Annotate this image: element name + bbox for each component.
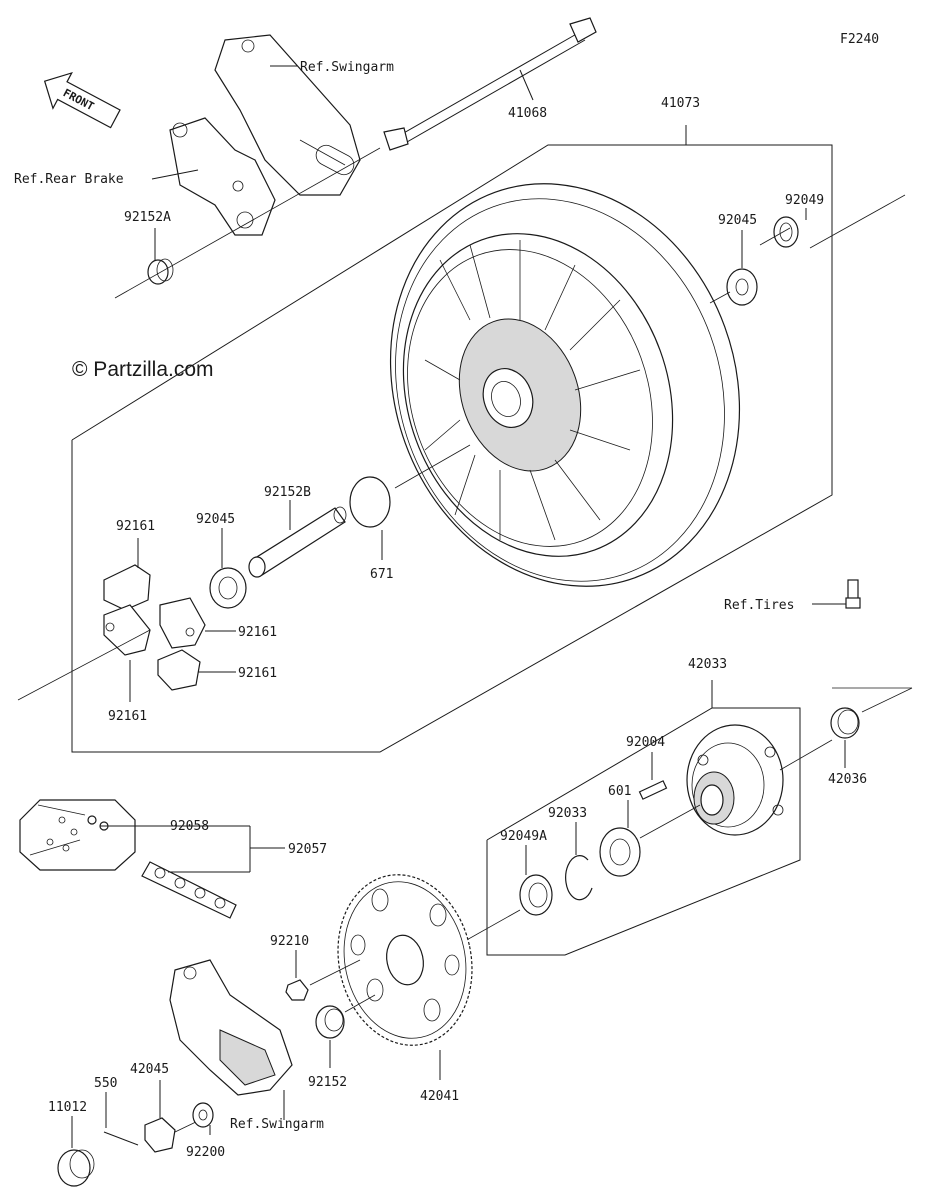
wheel-assembly-outline (71, 144, 833, 753)
label-11012: 11012 (48, 1100, 87, 1115)
washer-92200 (192, 1102, 214, 1128)
nut-92210 (285, 979, 309, 1001)
label-92161-d: 92161 (108, 709, 147, 724)
axle-41068 (383, 17, 597, 151)
swingarm-upper (214, 34, 361, 196)
pin-550 (103, 1131, 139, 1146)
valve-stem (845, 579, 861, 609)
ref-tires[interactable]: Ref.Tires (724, 598, 794, 613)
label-92045-top: 92045 (718, 213, 757, 228)
label-92210: 92210 (270, 934, 309, 949)
label-41068: 41068 (508, 106, 547, 121)
bearing-601 (599, 827, 641, 877)
label-601: 601 (608, 784, 631, 799)
bearing-92045-mid (209, 567, 247, 609)
diagram-code: F2240 (840, 32, 879, 47)
label-42045: 42045 (130, 1062, 169, 1077)
label-42036: 42036 (828, 772, 867, 787)
collar-92152B (248, 506, 347, 578)
label-671: 671 (370, 567, 393, 582)
ref-rear-brake[interactable]: Ref.Rear Brake (14, 172, 124, 187)
label-42041: 42041 (420, 1089, 459, 1104)
label-92161-b: 92161 (238, 625, 277, 640)
label-92058: 92058 (170, 819, 209, 834)
bearing-92045-top (726, 268, 758, 306)
label-92161-c: 92161 (238, 666, 277, 681)
label-42033: 42033 (688, 657, 727, 672)
label-92161-a: 92161 (116, 519, 155, 534)
cap-11012 (57, 1149, 95, 1187)
label-92045-mid: 92045 (196, 512, 235, 527)
label-92049: 92049 (785, 193, 824, 208)
label-92049A: 92049A (500, 829, 547, 844)
seal-92049A (519, 874, 553, 916)
nut-42045 (144, 1117, 176, 1153)
ref-swingarm-bottom[interactable]: Ref.Swingarm (230, 1117, 324, 1132)
rear-wheel (389, 183, 741, 587)
label-92152: 92152 (308, 1075, 347, 1090)
label-92200: 92200 (186, 1145, 225, 1160)
label-550: 550 (94, 1076, 117, 1091)
sprocket-hub (686, 724, 784, 836)
label-92033: 92033 (548, 806, 587, 821)
swingarm-lower (169, 959, 293, 1096)
seal-92049 (773, 216, 799, 248)
label-92152B: 92152B (264, 485, 311, 500)
drive-chain (19, 799, 237, 919)
collar-92152 (315, 1005, 345, 1039)
label-41073: 41073 (661, 96, 700, 111)
oring-671 (349, 476, 391, 528)
collar-42036 (830, 707, 860, 739)
label-92057: 92057 (288, 842, 327, 857)
front-arrow-icon: FRONT (43, 71, 121, 129)
label-92152A: 92152A (124, 210, 171, 225)
collar-92152A (147, 258, 174, 285)
dampers-92161 (103, 564, 206, 691)
rear-brake-bracket (169, 117, 276, 236)
circlip-92033 (565, 855, 593, 901)
copyright-text: © Partzilla.com (72, 358, 214, 381)
label-92004: 92004 (626, 735, 665, 750)
stud-92004 (638, 780, 668, 800)
ref-swingarm-top[interactable]: Ref.Swingarm (300, 60, 394, 75)
sprocket-42041 (337, 874, 473, 1046)
